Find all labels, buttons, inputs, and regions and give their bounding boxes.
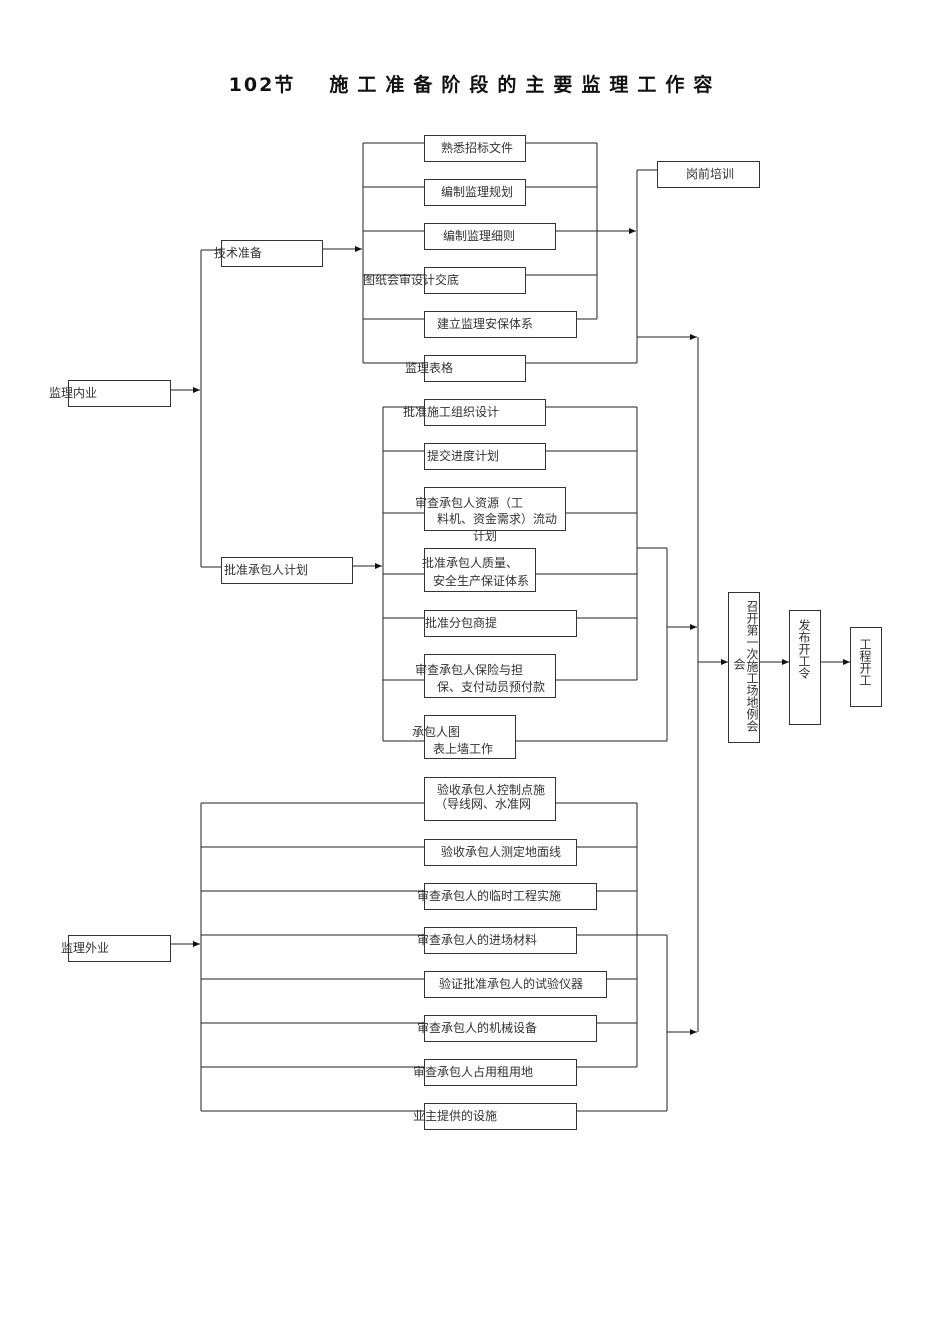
node-label: 编制监理规划 bbox=[441, 185, 514, 199]
node-label: 料机、资金需求）流动 bbox=[437, 512, 558, 526]
node-label: 表上墙工作 bbox=[433, 742, 494, 756]
node-label: 审查承包人的机械设备 bbox=[417, 1021, 538, 1035]
node-label: 验收承包人控制点施 bbox=[437, 783, 546, 797]
node-temporary-works: 审查承包人的临时工程实施 bbox=[417, 883, 597, 910]
node-progress-plan: 提交进度计划 bbox=[424, 443, 546, 470]
node-label: 审查承包人的临时工程实施 bbox=[417, 889, 562, 903]
node-study-tender-docs: 熟悉招标文件 bbox=[424, 135, 526, 162]
node-label: 提交进度计划 bbox=[427, 449, 500, 463]
node-machinery: 审查承包人的机械设备 bbox=[417, 1015, 597, 1042]
node-subcontractor: 批准分包商提 bbox=[424, 610, 577, 637]
node-drawing-review: 图纸会审设计交底 bbox=[363, 267, 526, 294]
node-label: 批准施工组织设计 bbox=[403, 405, 500, 419]
node-label: 保、支付动员预付款 bbox=[437, 680, 546, 694]
node-test-instruments: 验证批准承包人的试验仪器 bbox=[424, 971, 607, 998]
node-materials: 审查承包人的进场材料 bbox=[417, 927, 577, 954]
node-chart-wall: 承包人图 表上墙工作 bbox=[412, 715, 516, 759]
node-label: 审查承包人资源（工 bbox=[415, 496, 524, 510]
node-label: 验收承包人测定地面线 bbox=[441, 845, 562, 859]
node-label: 图纸会审设计交底 bbox=[363, 273, 460, 287]
node-label: 审查承包人占用租用地 bbox=[413, 1065, 534, 1079]
node-quality-safety-system: 批准承包人质量、 安全生产保证体系 bbox=[422, 548, 536, 592]
node-label: 召开第一次施工场地例会 bbox=[745, 600, 759, 732]
node-label: 监理外业 bbox=[61, 941, 110, 955]
node-label: （导线网、水准网 bbox=[435, 797, 532, 811]
node-label: 批准承包人计划 bbox=[224, 563, 309, 577]
section-title: 施工准备阶段的主要监理工作容 bbox=[329, 74, 722, 96]
node-supervision-rules: 编制监理细则 bbox=[424, 223, 556, 250]
node-land-use: 审查承包人占用租用地 bbox=[413, 1059, 577, 1086]
page-title: 102节 施工准备阶段的主要监理工作容 bbox=[0, 70, 950, 97]
node-external-supervision: 监理外业 bbox=[61, 935, 171, 962]
node-approve-plan: 批准承包人计划 bbox=[221, 557, 353, 584]
node-first-site-meeting: 召开第一次施工场地例会 会 bbox=[728, 592, 760, 743]
node-label: 批准分包商提 bbox=[425, 616, 498, 630]
node-label: 审查承包人的进场材料 bbox=[417, 933, 538, 947]
node-label: 批准承包人质量、 bbox=[422, 556, 519, 570]
node-forms: 监理表格 bbox=[405, 355, 526, 382]
node-label: 岗前培训 bbox=[686, 167, 735, 181]
node-safety-system: 建立监理安保体系 bbox=[424, 311, 577, 338]
node-label: 建立监理安保体系 bbox=[437, 317, 534, 331]
node-resource-plan: 审查承包人资源（工 料机、资金需求）流动 计划 bbox=[415, 487, 566, 543]
node-owner-facilities: 业主提供的设施 bbox=[413, 1103, 577, 1130]
node-supervision-plan: 编制监理规划 bbox=[424, 179, 526, 206]
node-tech-prep: 技术准备 bbox=[214, 240, 323, 267]
node-label: 工程开工 bbox=[858, 638, 872, 686]
node-ground-line: 验收承包人测定地面线 bbox=[424, 839, 577, 866]
node-label: 技术准备 bbox=[214, 246, 263, 260]
node-label: 监理表格 bbox=[405, 361, 454, 375]
node-control-points: 验收承包人控制点施 （导线网、水准网 bbox=[424, 777, 556, 821]
section-number: 102节 bbox=[228, 74, 296, 96]
node-label: 编制监理细则 bbox=[443, 229, 516, 243]
node-project-start: 工程开工 bbox=[850, 627, 882, 707]
node-training: 岗前培训 bbox=[657, 161, 760, 188]
node-insurance-payment: 审查承包人保险与担 保、支付动员预付款 bbox=[415, 654, 556, 698]
node-label: 验证批准承包人的试验仪器 bbox=[439, 977, 584, 991]
node-label: 会 bbox=[732, 658, 746, 670]
node-label: 计划 bbox=[473, 529, 498, 543]
node-label: 审查承包人保险与担 bbox=[415, 663, 524, 677]
node-label: 承包人图 bbox=[412, 725, 461, 739]
node-internal-supervision: 监理内业 bbox=[49, 380, 171, 407]
node-label: 监理内业 bbox=[49, 386, 98, 400]
node-label: 发布开工令 bbox=[797, 619, 811, 679]
node-label: 安全生产保证体系 bbox=[433, 574, 530, 588]
node-issue-start-order: 发布开工令 bbox=[789, 610, 821, 725]
node-label: 业主提供的设施 bbox=[413, 1109, 498, 1123]
node-label: 熟悉招标文件 bbox=[441, 141, 514, 155]
node-approve-construction-org: 批准施工组织设计 bbox=[403, 399, 546, 426]
